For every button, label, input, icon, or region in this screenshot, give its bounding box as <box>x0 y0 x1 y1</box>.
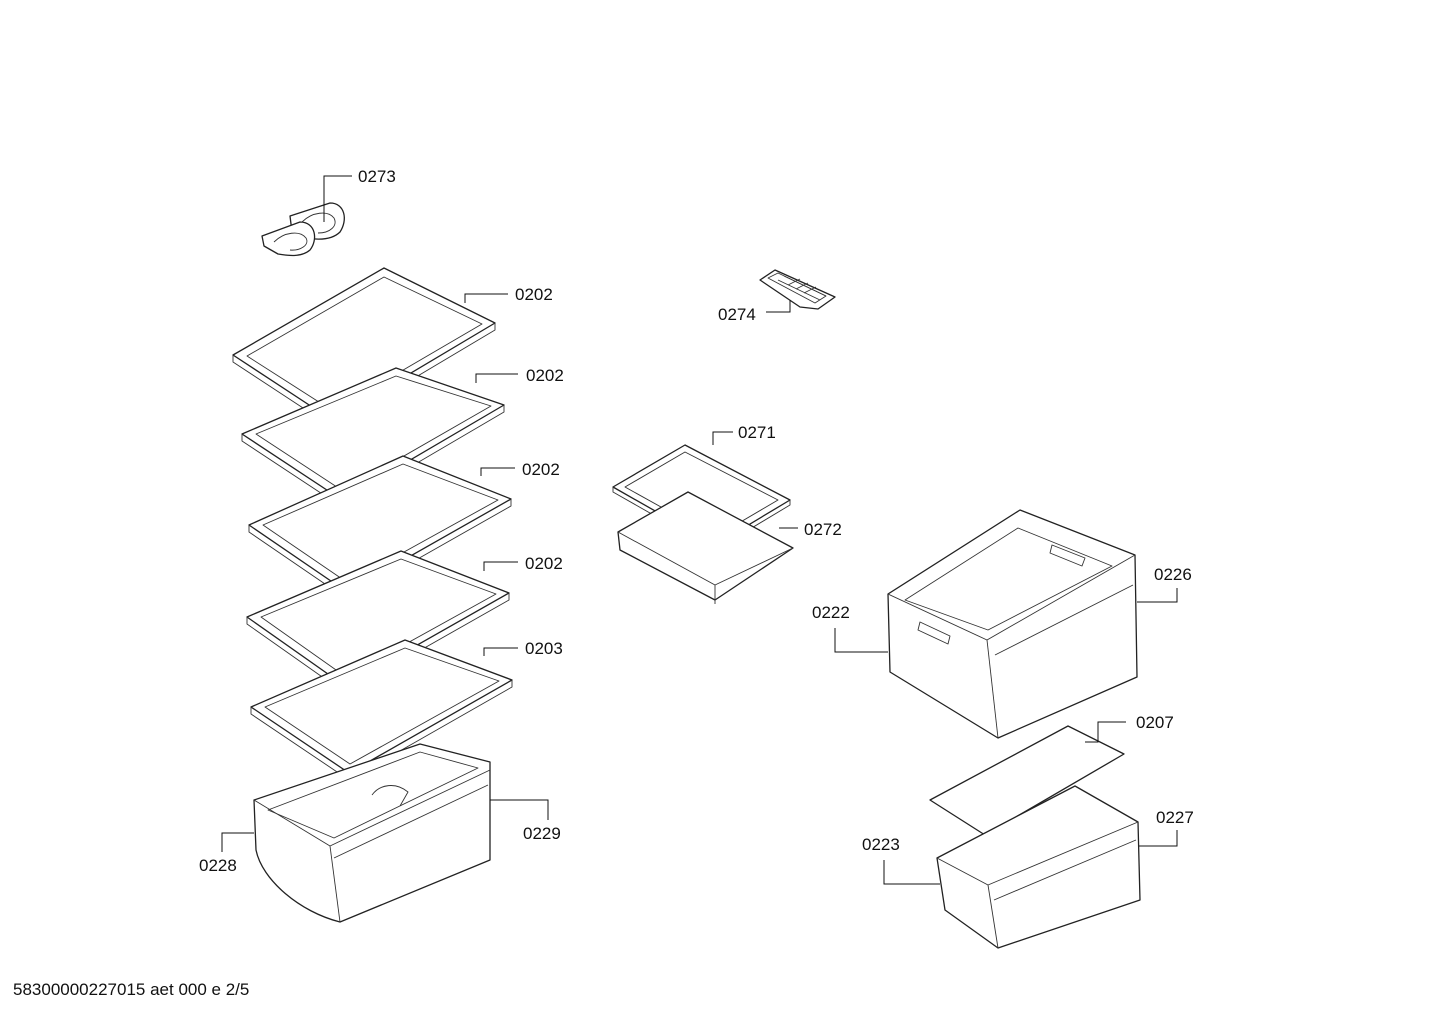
label-0202-a: 0202 <box>515 285 553 304</box>
label-0226: 0226 <box>1154 565 1192 584</box>
small-drawer-part <box>617 491 794 604</box>
glass-shelf-3 <box>248 455 512 600</box>
label-0202-d: 0202 <box>525 554 563 573</box>
label-0227: 0227 <box>1156 808 1194 827</box>
label-0272: 0272 <box>804 520 842 539</box>
label-0203: 0203 <box>525 639 563 658</box>
label-0202-c: 0202 <box>522 460 560 479</box>
label-0222: 0222 <box>812 603 850 622</box>
label-0207: 0207 <box>1136 713 1174 732</box>
label-0228: 0228 <box>199 856 237 875</box>
ice-tray-part <box>759 269 836 310</box>
egg-tray-part <box>261 202 345 257</box>
label-0271: 0271 <box>738 423 776 442</box>
label-0223: 0223 <box>862 835 900 854</box>
label-0229: 0229 <box>523 824 561 843</box>
leader-lines <box>221 175 1178 885</box>
glass-shelf-1 <box>232 267 496 428</box>
label-0202-b: 0202 <box>526 366 564 385</box>
crisper-box-lower <box>936 785 1141 949</box>
glass-cover-part <box>929 725 1125 836</box>
crisper-box-upper <box>887 509 1138 739</box>
label-0274: 0274 <box>718 305 756 324</box>
label-0273: 0273 <box>358 167 396 186</box>
glass-shelf-2 <box>241 367 505 508</box>
document-footer-code: 58300000227015 aet 000 e 2/5 <box>13 980 250 999</box>
bottom-bin-part <box>253 743 491 923</box>
